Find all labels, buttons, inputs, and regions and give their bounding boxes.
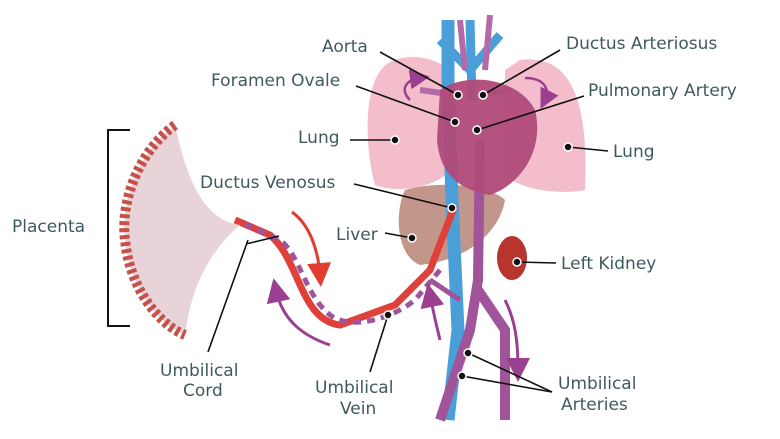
label-ductus-venosus: Ductus Venosus bbox=[200, 173, 335, 193]
placenta-bracket bbox=[107, 129, 130, 327]
vena-cava bbox=[441, 20, 465, 421]
label-pulmonary-artery: Pulmonary Artery bbox=[588, 81, 737, 101]
flow-arrow-purple-up-icon bbox=[420, 283, 445, 341]
placenta bbox=[124, 125, 240, 335]
label-umbilical-cord-line2: Cord bbox=[183, 381, 223, 401]
label-lung-left: Lung bbox=[298, 128, 340, 148]
left-lung bbox=[367, 57, 450, 190]
label-left-kidney: Left Kidney bbox=[561, 254, 656, 274]
flow-arrow-red-icon bbox=[291, 210, 332, 287]
label-umbilical-cord-line1: Umbilical bbox=[160, 361, 238, 381]
upper-arteries bbox=[419, 14, 511, 98]
label-aorta: Aorta bbox=[322, 37, 368, 57]
flow-arrow-purple-cord-icon bbox=[266, 278, 331, 347]
lung-flow-arrow-right-icon bbox=[524, 76, 559, 109]
umbilical-arteries-vessel bbox=[238, 219, 442, 325]
heart bbox=[437, 79, 538, 195]
label-foramen-ovale: Foramen Ovale bbox=[211, 71, 340, 91]
lung-flow-arrow-left-icon bbox=[403, 69, 430, 101]
label-umbilical-vein-line2: Vein bbox=[340, 399, 376, 419]
label-ductus-arteriosus: Ductus Arteriosus bbox=[566, 34, 717, 54]
flow-arrow-purple-down-icon bbox=[503, 299, 530, 382]
placenta-edge bbox=[119, 120, 188, 340]
descending-aorta bbox=[435, 139, 510, 422]
label-umbilical-arteries-line1: Umbilical bbox=[558, 374, 636, 394]
leader-lines bbox=[207, 49, 609, 393]
label-umbilical-vein-line1: Umbilical bbox=[315, 378, 393, 398]
label-umbilical-arteries-line2: Arteries bbox=[561, 395, 628, 415]
label-placenta: Placenta bbox=[12, 217, 85, 237]
left-kidney bbox=[497, 236, 527, 280]
umbilical-vein-vessel bbox=[233, 203, 459, 329]
label-liver: Liver bbox=[336, 225, 378, 245]
label-lung-right: Lung bbox=[613, 142, 655, 162]
